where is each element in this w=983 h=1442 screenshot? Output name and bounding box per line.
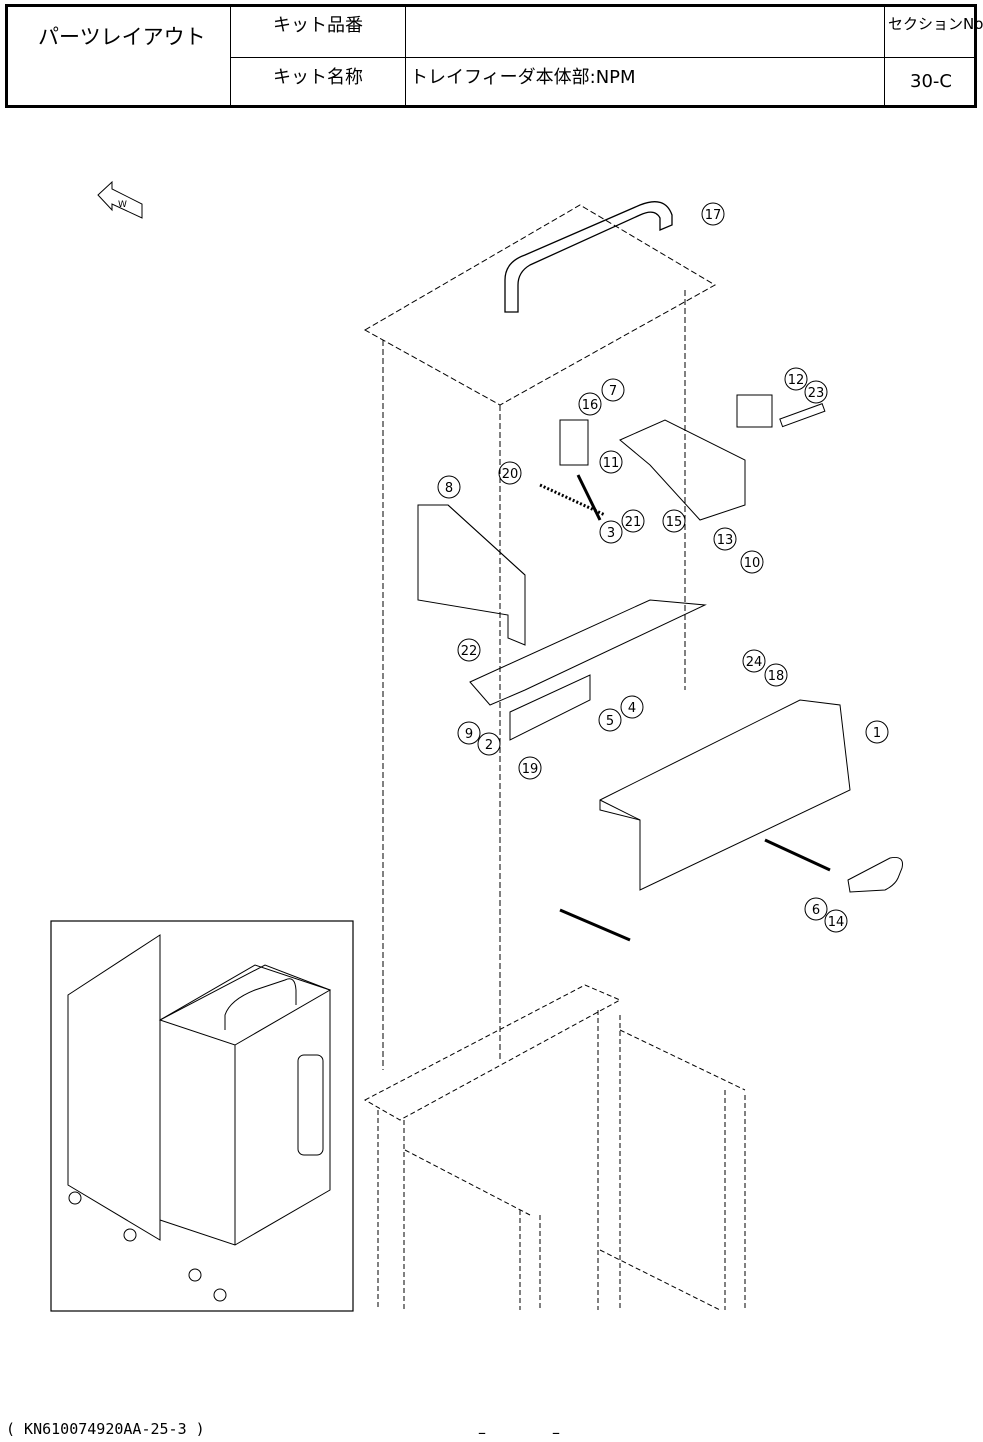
callout-5: 5 <box>606 714 614 729</box>
callout-4: 4 <box>628 701 636 716</box>
callout-18: 18 <box>768 669 785 684</box>
strip-lower <box>560 910 630 940</box>
callout-21: 21 <box>625 515 642 530</box>
callout-12: 12 <box>788 373 805 388</box>
page-marker-left: – <box>478 1423 486 1442</box>
callout-24: 24 <box>746 655 763 670</box>
rail-9 <box>470 600 705 705</box>
page-marker-right: – <box>552 1423 560 1442</box>
callout-11: 11 <box>603 456 620 471</box>
callout-2: 2 <box>485 738 493 753</box>
part-23 <box>780 404 825 427</box>
lever-11 <box>578 475 600 520</box>
bracket-7 <box>620 420 745 520</box>
top-cover-outline <box>365 205 715 1070</box>
direction-label: W <box>118 200 127 210</box>
callout-14: 14 <box>828 915 845 930</box>
callout-1: 1 <box>873 726 881 741</box>
callout-19: 19 <box>522 762 539 777</box>
handle-14 <box>848 857 903 892</box>
callout-3: 3 <box>607 526 615 541</box>
callout-16: 16 <box>582 398 599 413</box>
document-code: ( KN610074920AA-25-3 ) <box>6 1420 205 1438</box>
switch-16 <box>560 420 588 465</box>
handle-17 <box>505 202 672 312</box>
callout-13: 13 <box>717 533 734 548</box>
callout-8: 8 <box>445 481 453 496</box>
plate-2 <box>510 675 590 740</box>
callout-23: 23 <box>808 386 825 401</box>
direction-arrow-icon: W <box>98 182 142 218</box>
callout-20: 20 <box>502 467 519 482</box>
callout-22: 22 <box>461 644 478 659</box>
callout-7: 7 <box>609 384 617 399</box>
callout-9: 9 <box>465 727 473 742</box>
callout-17: 17 <box>705 208 722 223</box>
callout-10: 10 <box>744 556 761 571</box>
inset-machine-illustration <box>68 935 330 1301</box>
inset-assembly-view <box>51 921 353 1311</box>
strip-6 <box>765 840 830 870</box>
part-12 <box>737 395 772 427</box>
callout-15: 15 <box>666 515 683 530</box>
base-frame <box>365 985 745 1310</box>
callout-6: 6 <box>812 903 820 918</box>
